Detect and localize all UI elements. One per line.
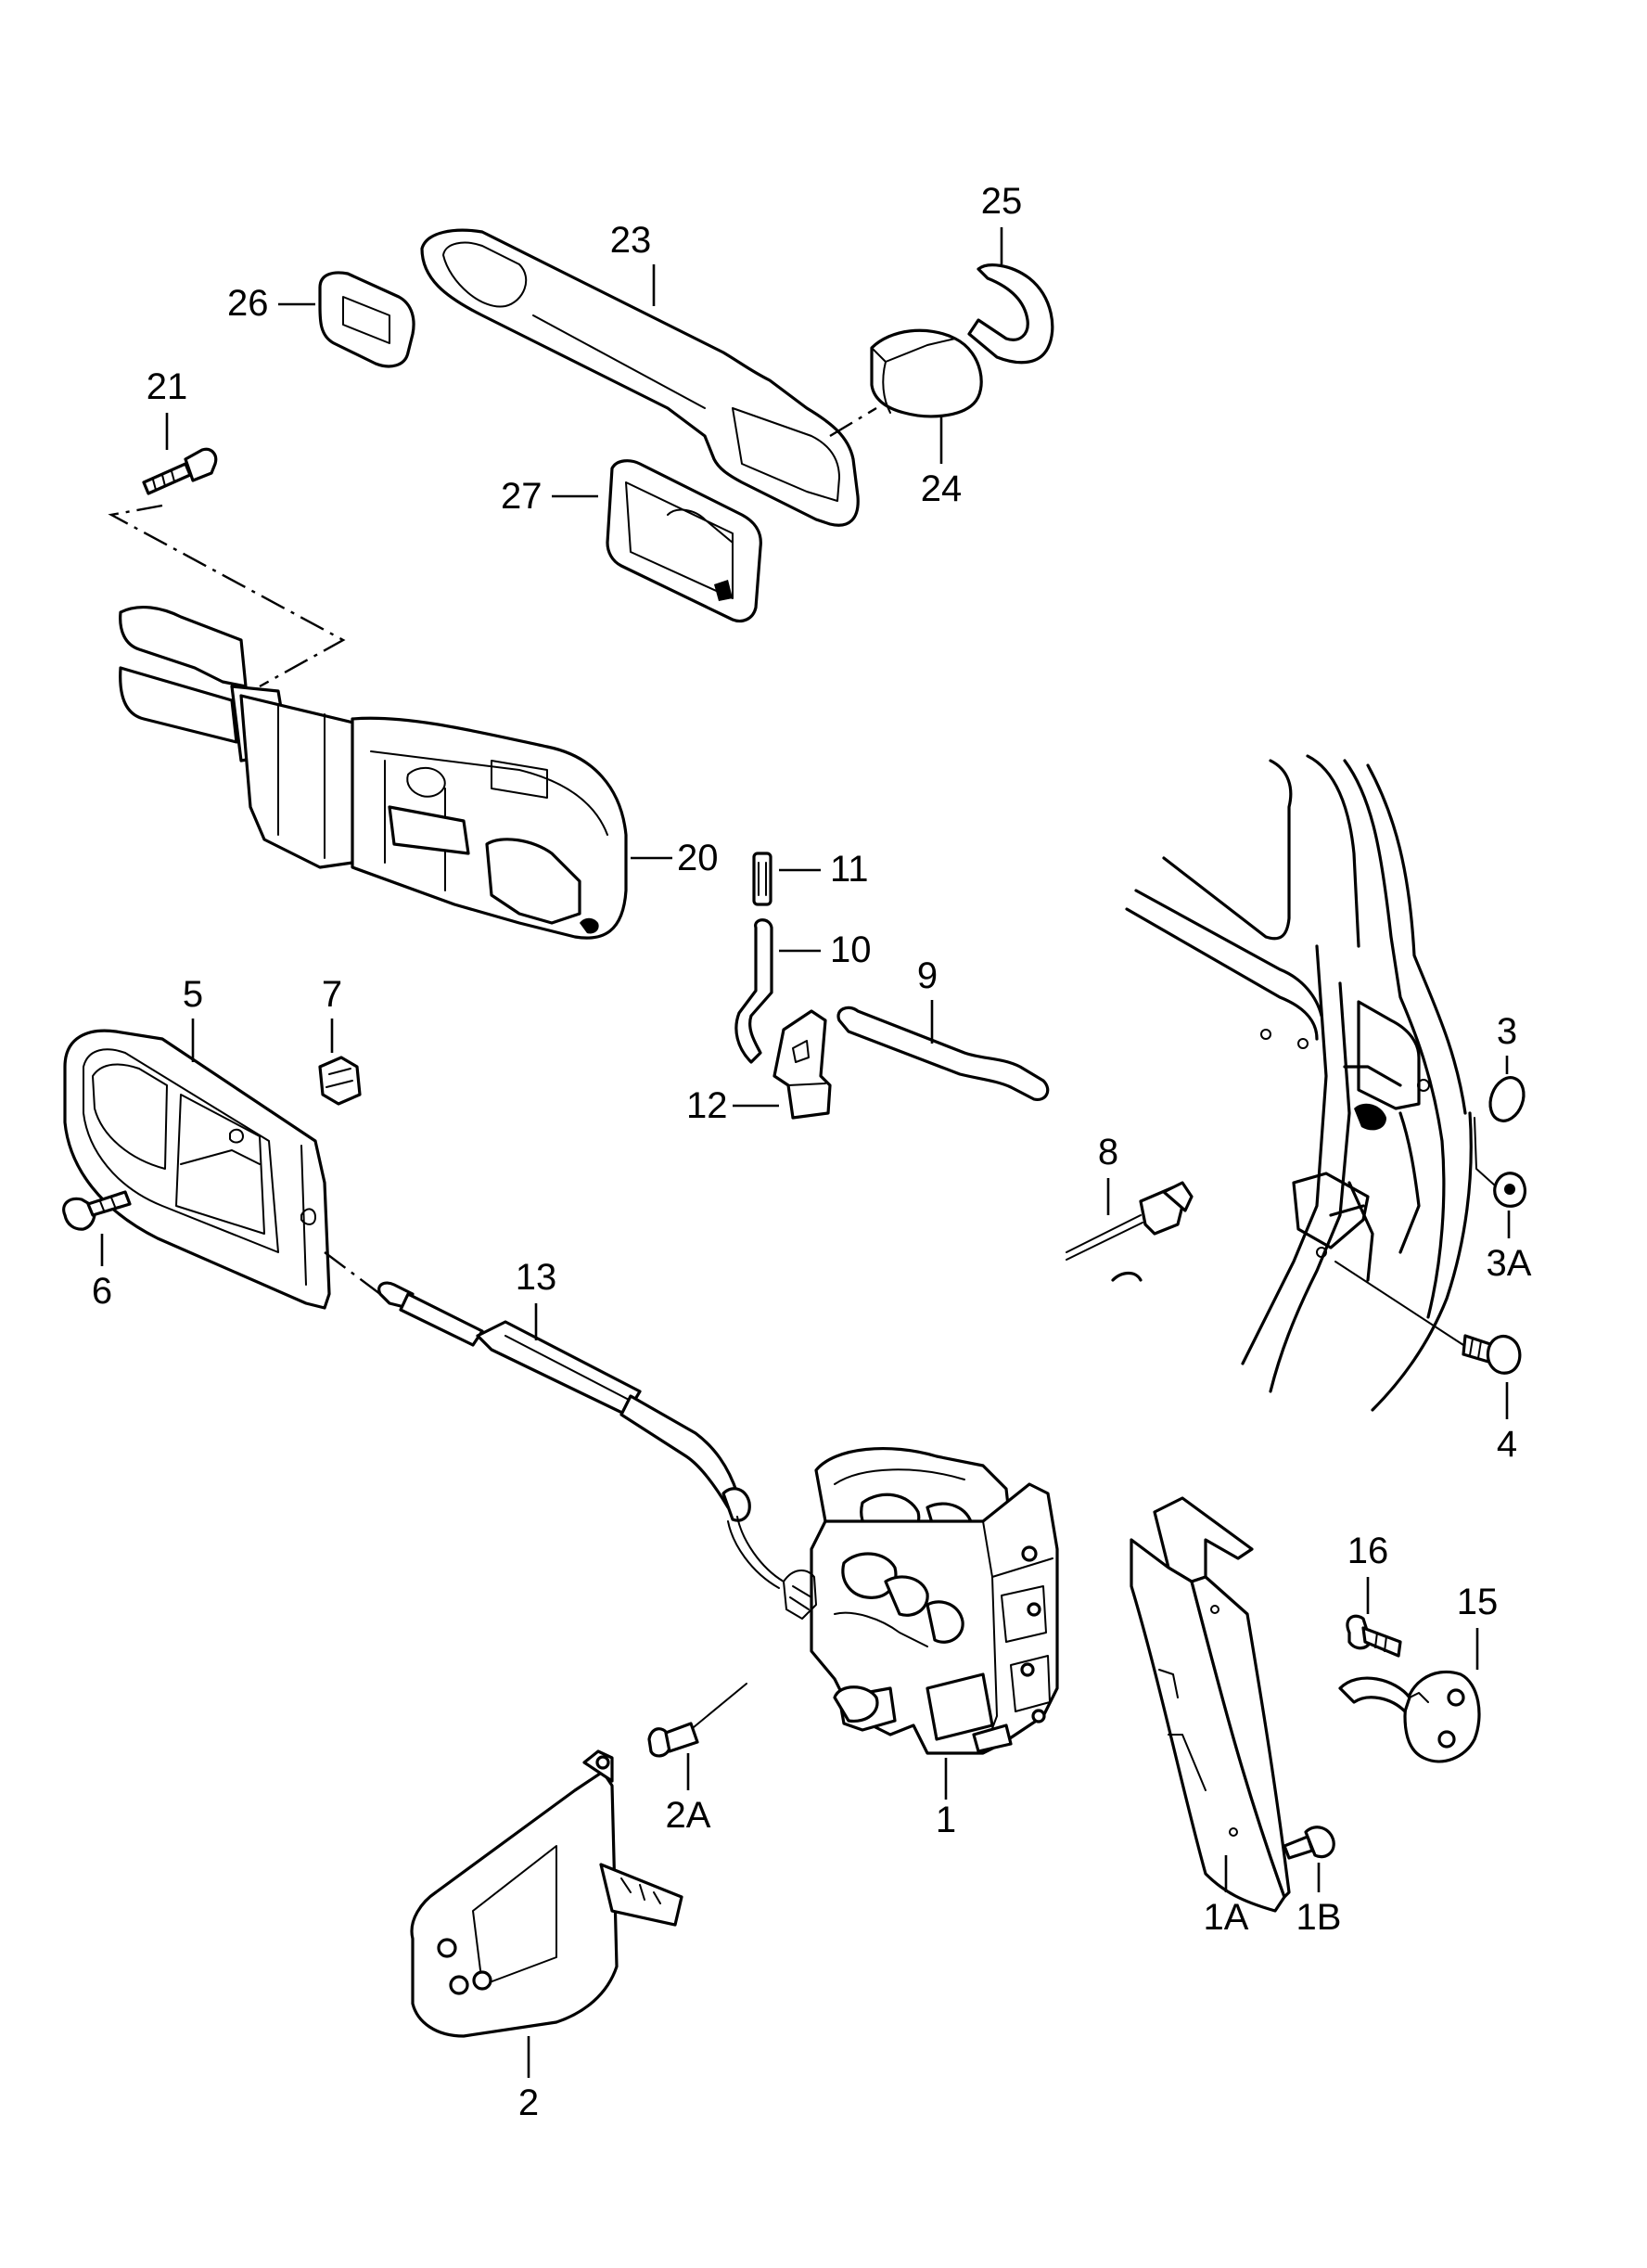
part-20-handle-carrier[interactable] bbox=[119, 606, 628, 940]
part-12-lever[interactable] bbox=[772, 1009, 832, 1120]
part-15-striker[interactable] bbox=[1338, 1670, 1481, 1763]
svg-text:2: 2 bbox=[518, 2082, 539, 2123]
svg-text:10: 10 bbox=[830, 929, 872, 970]
svg-text:15: 15 bbox=[1457, 1582, 1499, 1622]
svg-text:16: 16 bbox=[1347, 1531, 1389, 1571]
part-11-pin[interactable] bbox=[752, 852, 772, 906]
callout-27: 27 bbox=[501, 476, 598, 517]
part-2-bracket[interactable] bbox=[410, 1749, 683, 2038]
callout-3: 3 bbox=[1497, 1011, 1517, 1074]
callout-1: 1 bbox=[936, 1758, 956, 1840]
svg-text:5: 5 bbox=[183, 974, 203, 1015]
svg-text:2A: 2A bbox=[666, 1795, 711, 1836]
part-23-outer-handle[interactable] bbox=[420, 228, 860, 527]
part-21-screw[interactable] bbox=[142, 447, 218, 495]
svg-text:1B: 1B bbox=[1296, 1897, 1342, 1938]
callout-9: 9 bbox=[917, 955, 938, 1044]
svg-text:9: 9 bbox=[917, 955, 938, 996]
part-25-cap-seal[interactable] bbox=[967, 263, 1054, 365]
part-10-rod[interactable] bbox=[734, 918, 773, 1064]
callout-25: 25 bbox=[981, 181, 1023, 264]
svg-text:26: 26 bbox=[227, 283, 269, 324]
svg-text:23: 23 bbox=[610, 220, 652, 261]
callout-4: 4 bbox=[1497, 1382, 1517, 1465]
callout-15: 15 bbox=[1457, 1582, 1499, 1670]
callout-11: 11 bbox=[779, 849, 869, 890]
callout-21: 21 bbox=[147, 366, 188, 450]
svg-text:7: 7 bbox=[322, 974, 342, 1015]
svg-text:6: 6 bbox=[92, 1271, 112, 1312]
svg-text:20: 20 bbox=[677, 838, 719, 878]
callout-2: 2 bbox=[518, 2036, 539, 2123]
part-9-rod[interactable] bbox=[836, 1006, 1050, 1102]
svg-text:4: 4 bbox=[1497, 1424, 1517, 1465]
part-27-gasket[interactable] bbox=[606, 459, 762, 623]
callout-10: 10 bbox=[779, 929, 872, 970]
svg-text:3: 3 bbox=[1497, 1011, 1517, 1052]
leader-dash-21 bbox=[108, 504, 346, 688]
part-5-inner-handle[interactable] bbox=[63, 1029, 331, 1310]
part-16-bolt[interactable] bbox=[1346, 1614, 1402, 1658]
part-3-grommet[interactable] bbox=[1485, 1073, 1529, 1126]
callout-1B: 1B bbox=[1296, 1863, 1342, 1938]
callout-6: 6 bbox=[92, 1234, 112, 1312]
part-7-clip[interactable] bbox=[318, 1056, 362, 1106]
part-2A-rivet[interactable] bbox=[647, 1683, 747, 1758]
svg-text:8: 8 bbox=[1098, 1132, 1118, 1172]
svg-text:24: 24 bbox=[921, 468, 963, 509]
svg-text:13: 13 bbox=[516, 1257, 557, 1298]
part-3A-washer[interactable] bbox=[1493, 1172, 1527, 1208]
svg-text:3A: 3A bbox=[1487, 1243, 1532, 1284]
callout-16: 16 bbox=[1347, 1531, 1389, 1614]
callout-1A: 1A bbox=[1204, 1855, 1249, 1938]
part-6-screw[interactable] bbox=[62, 1190, 132, 1231]
callout-5: 5 bbox=[183, 974, 203, 1062]
callout-8: 8 bbox=[1098, 1132, 1118, 1215]
door-frame bbox=[1111, 754, 1473, 1412]
svg-text:1: 1 bbox=[936, 1800, 956, 1840]
part-13-cable[interactable] bbox=[377, 1281, 785, 1589]
callout-20: 20 bbox=[631, 838, 719, 878]
callout-26: 26 bbox=[227, 283, 315, 324]
callout-24: 24 bbox=[921, 417, 963, 509]
svg-text:1A: 1A bbox=[1204, 1897, 1249, 1938]
svg-text:12: 12 bbox=[686, 1085, 728, 1126]
bracket-line-3 bbox=[1474, 1117, 1496, 1186]
callout-3A: 3A bbox=[1487, 1211, 1532, 1284]
callout-2A: 2A bbox=[666, 1753, 711, 1836]
callout-7: 7 bbox=[322, 974, 342, 1053]
part-4-bolt[interactable] bbox=[1334, 1261, 1522, 1375]
svg-text:11: 11 bbox=[830, 849, 869, 890]
svg-text:25: 25 bbox=[981, 181, 1023, 222]
leader-dash-24 bbox=[829, 406, 877, 438]
callout-23: 23 bbox=[610, 220, 656, 306]
part-26-gasket[interactable] bbox=[318, 271, 415, 368]
callout-12: 12 bbox=[686, 1085, 779, 1126]
callout-13: 13 bbox=[516, 1257, 557, 1340]
part-1B-screw[interactable] bbox=[1283, 1826, 1335, 1860]
part-1-door-lock[interactable] bbox=[783, 1446, 1059, 1755]
svg-text:21: 21 bbox=[147, 366, 188, 407]
svg-text:27: 27 bbox=[501, 476, 543, 517]
part-8-connector[interactable] bbox=[1066, 1181, 1194, 1261]
part-1A-cover[interactable] bbox=[1130, 1496, 1291, 1913]
leader-dash-13 bbox=[324, 1251, 381, 1295]
part-24-cap[interactable] bbox=[870, 328, 983, 418]
